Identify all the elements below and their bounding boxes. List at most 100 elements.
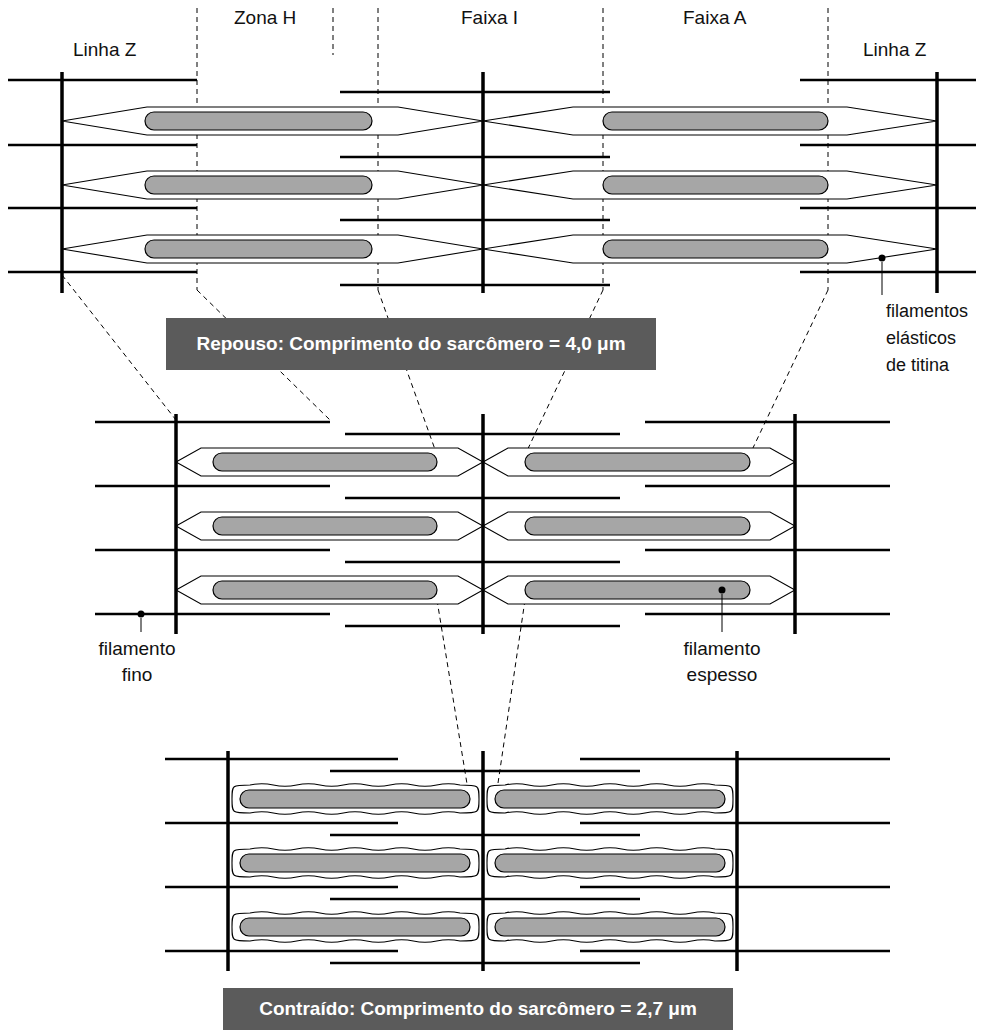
titin-filament bbox=[62, 235, 483, 263]
thin-filament bbox=[8, 207, 197, 210]
thin-filament bbox=[645, 549, 890, 552]
thick-filament bbox=[240, 918, 470, 936]
band-label: Faixa A bbox=[683, 6, 746, 30]
thin-filament bbox=[645, 485, 890, 488]
band-label: Linha Z bbox=[863, 38, 926, 62]
thin-filament bbox=[580, 950, 890, 953]
titin-filament bbox=[176, 512, 483, 540]
thick-filament bbox=[525, 517, 750, 535]
dashed-guide bbox=[62, 275, 176, 420]
thick-filament bbox=[213, 453, 437, 471]
thick-filament bbox=[603, 240, 828, 258]
dashed-guide bbox=[378, 290, 437, 455]
thin-filament bbox=[165, 822, 398, 825]
titin-filament bbox=[62, 107, 483, 135]
z-line bbox=[481, 414, 485, 634]
leader-dot bbox=[879, 255, 886, 262]
titin-filament bbox=[232, 848, 479, 879]
z-line bbox=[174, 414, 178, 634]
thin-filament bbox=[8, 144, 197, 147]
dashed-guide bbox=[333, 8, 334, 55]
titin-filament bbox=[487, 912, 733, 943]
leader-dot bbox=[138, 611, 145, 618]
band-label: Zona H bbox=[234, 6, 296, 30]
thin-filament bbox=[95, 485, 330, 488]
thick-filament bbox=[525, 453, 750, 471]
z-line bbox=[735, 751, 739, 971]
thin-filament bbox=[340, 284, 610, 287]
sarcomere-panel bbox=[95, 414, 890, 634]
titin-filament bbox=[176, 448, 483, 476]
sarcomere-panel bbox=[165, 751, 890, 971]
part-label: filamentos elásticos de titina bbox=[886, 298, 978, 379]
titin-filament bbox=[483, 171, 937, 199]
banner-text: Contraído: Comprimento do sarcômero = 2,… bbox=[259, 997, 697, 1021]
thin-filament bbox=[645, 421, 890, 424]
thin-filament bbox=[165, 758, 398, 761]
thick-filament bbox=[495, 854, 725, 872]
band-label: Faixa I bbox=[461, 6, 518, 30]
leader-line bbox=[722, 594, 723, 632]
sarcomere-panel bbox=[8, 72, 976, 293]
thin-filament bbox=[340, 91, 610, 94]
thick-filament bbox=[603, 176, 828, 194]
thick-filament bbox=[145, 112, 372, 130]
titin-filament bbox=[176, 576, 483, 604]
z-line bbox=[226, 751, 230, 971]
thin-filament bbox=[580, 886, 890, 889]
dashed-guide bbox=[497, 600, 525, 790]
titin-filament bbox=[487, 784, 733, 815]
leader-line bbox=[141, 618, 142, 632]
banner-text: Repouso: Comprimento do sarcômero = 4,0 … bbox=[196, 332, 625, 356]
z-line bbox=[793, 414, 797, 634]
z-line bbox=[481, 72, 485, 293]
dashed-guide bbox=[525, 290, 603, 455]
thin-filament bbox=[800, 144, 976, 147]
titin-filament bbox=[483, 107, 937, 135]
titin-filament bbox=[483, 576, 795, 604]
z-line bbox=[935, 72, 939, 293]
thick-filament bbox=[525, 581, 750, 599]
thin-filament bbox=[580, 758, 890, 761]
thin-filament bbox=[800, 79, 976, 82]
thick-filament bbox=[603, 112, 828, 130]
thick-filament bbox=[213, 581, 437, 599]
thin-filament bbox=[165, 950, 398, 953]
leader-line bbox=[882, 262, 883, 295]
thick-filament bbox=[240, 854, 470, 872]
thin-filament bbox=[330, 962, 640, 965]
part-label: filamento fino bbox=[87, 636, 187, 688]
thin-filament bbox=[340, 219, 610, 222]
thick-filament bbox=[213, 517, 437, 535]
thin-filament bbox=[330, 834, 640, 837]
thin-filament bbox=[95, 613, 330, 616]
titin-filament bbox=[483, 448, 795, 476]
titin-filament bbox=[232, 912, 479, 943]
titin-filament bbox=[487, 848, 733, 879]
thin-filament bbox=[8, 79, 197, 82]
thick-filament bbox=[145, 240, 372, 258]
thick-filament bbox=[240, 790, 470, 808]
thin-filament bbox=[340, 156, 610, 159]
thin-filament bbox=[330, 898, 640, 901]
thin-filament bbox=[95, 421, 330, 424]
caption-banner: Repouso: Comprimento do sarcômero = 4,0 … bbox=[166, 318, 656, 370]
thin-filament bbox=[645, 613, 890, 616]
thin-filament bbox=[800, 207, 976, 210]
titin-filament bbox=[483, 512, 795, 540]
thin-filament bbox=[330, 770, 640, 773]
part-label: filamento espesso bbox=[672, 636, 772, 688]
thin-filament bbox=[580, 822, 890, 825]
titin-filament bbox=[483, 235, 937, 263]
dashed-guide bbox=[752, 290, 828, 450]
projection-lines bbox=[62, 8, 828, 790]
thick-filament bbox=[495, 790, 725, 808]
leader-lines bbox=[138, 255, 886, 633]
thin-filament bbox=[800, 271, 976, 274]
thin-filament bbox=[165, 886, 398, 889]
caption-banner: Contraído: Comprimento do sarcômero = 2,… bbox=[223, 988, 733, 1030]
leader-dot bbox=[719, 587, 726, 594]
